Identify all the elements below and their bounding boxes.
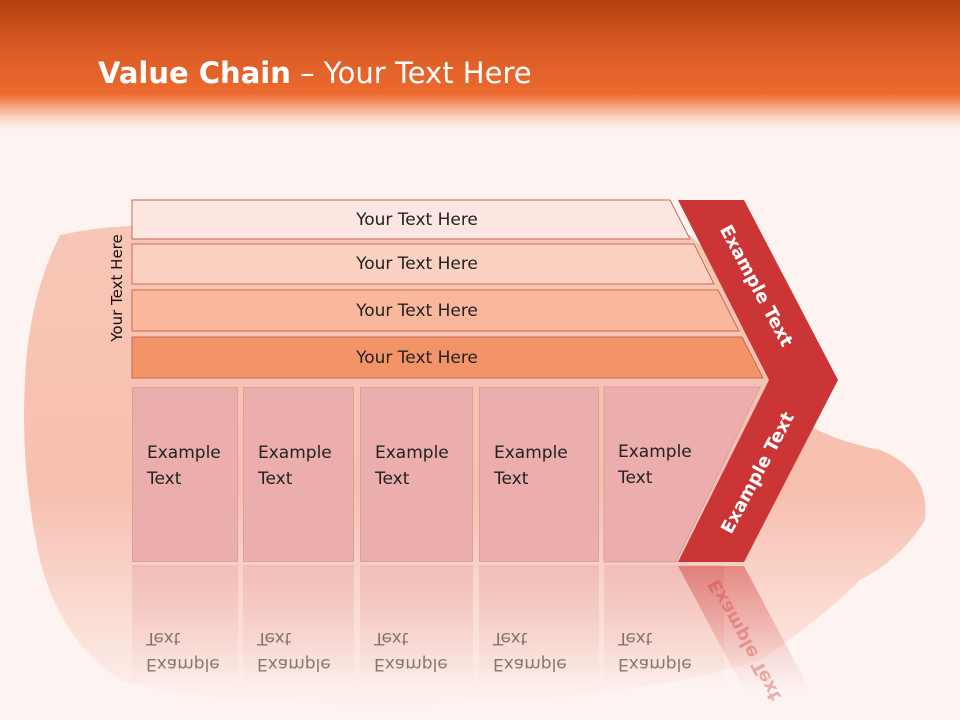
bar-3: Your Text Here [131, 289, 742, 332]
title-bold: Value Chain [98, 56, 291, 90]
bar-4: Your Text Here [131, 336, 767, 379]
bar-1-label: Your Text Here [356, 209, 478, 230]
chevron-lower-arm [678, 380, 838, 562]
bar-1: Your Text Here [131, 199, 692, 240]
page-title: Value Chain – Your Text Here [98, 56, 532, 90]
title-rest: – Your Text Here [300, 56, 532, 90]
chevron-reflection [678, 566, 810, 690]
box-5-shape [603, 386, 761, 563]
header-band [0, 0, 960, 130]
bar-4-label: Your Text Here [356, 347, 478, 368]
bar-3-label: Your Text Here [356, 300, 478, 321]
bar-2: Your Text Here [131, 243, 717, 285]
chevron-upper-arm [678, 200, 838, 380]
bar-2-label: Your Text Here [356, 254, 478, 274]
